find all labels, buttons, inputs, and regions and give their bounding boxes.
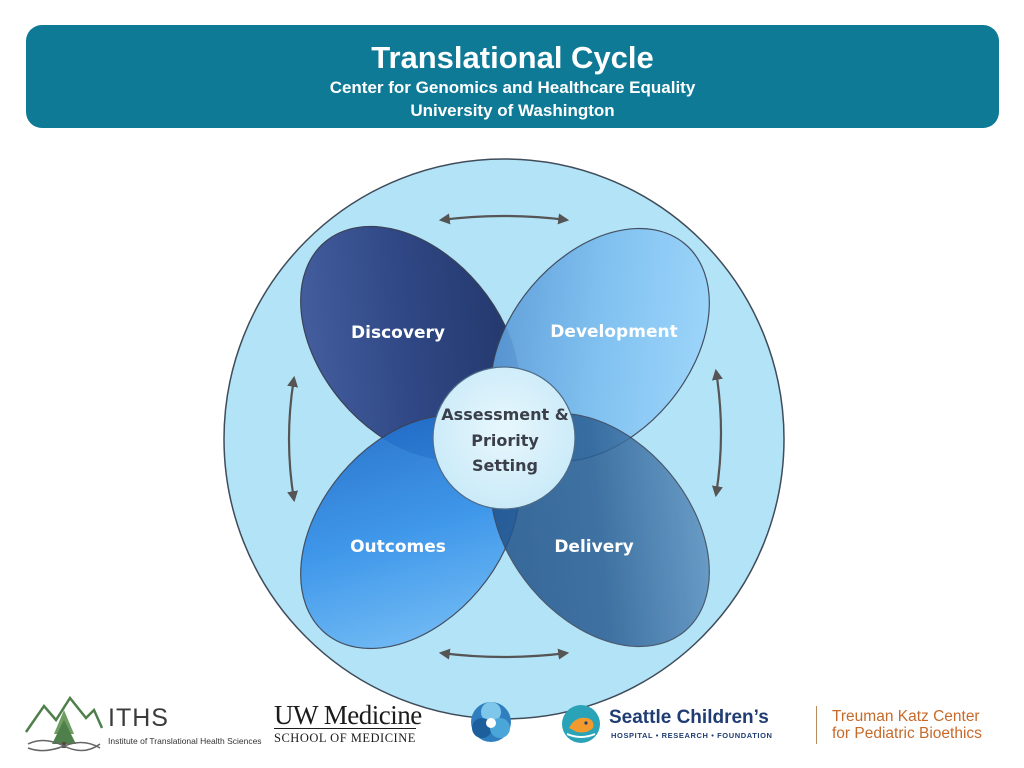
institution-name: University of Washington <box>410 101 615 120</box>
page-subtitle: Center for Genomics and Healthcare Equal… <box>329 78 696 97</box>
logo-strip: ITHS Institute of Translational Health S… <box>0 688 1024 758</box>
header-banner: Translational Cycle Center for Genomics … <box>26 25 999 128</box>
iths-name: ITHS <box>108 704 169 732</box>
whale-icon <box>562 705 600 743</box>
page-title: Translational Cycle <box>371 40 654 75</box>
cghe-emblem-icon <box>471 702 511 742</box>
iths-full-name: Institute of Translational Health Scienc… <box>108 736 262 746</box>
seattle-childrens-logo: Seattle Children’s HOSPITAL • RESEARCH •… <box>561 704 811 744</box>
left-double-arrow <box>287 375 299 503</box>
center-label-line1: Assessment & <box>441 405 568 424</box>
center-label-line3: Setting <box>472 456 538 475</box>
seattle-childrens-tagline: HOSPITAL • RESEARCH • FOUNDATION <box>611 731 773 740</box>
uw-school-name: SCHOOL OF MEDICINE <box>274 728 416 746</box>
logo-divider <box>816 706 817 744</box>
iths-logo: ITHS Institute of Translational Health S… <box>24 692 262 752</box>
petal-label-discovery: Discovery <box>351 323 445 343</box>
center-label-line2: Priority <box>471 431 539 450</box>
petal-label-delivery: Delivery <box>554 537 633 557</box>
petal-label-outcomes: Outcomes <box>350 537 446 557</box>
uw-medicine-name: UW Medicine <box>274 700 422 730</box>
treuman-katz-line1: Treuman Katz Center <box>832 708 980 725</box>
right-double-arrow <box>711 368 723 498</box>
iths-mountain-tree-icon <box>24 695 104 752</box>
treuman-katz-line2: for Pediatric Bioethics <box>832 725 982 742</box>
center-circle <box>432 366 576 510</box>
top-double-arrow <box>438 213 570 225</box>
petal-label-development: Development <box>550 322 677 342</box>
treuman-katz-logo: Treuman Katz Center for Pediatric Bioeth… <box>832 708 1022 748</box>
bottom-double-arrow <box>438 648 570 660</box>
seattle-childrens-name: Seattle Children’s <box>609 707 769 728</box>
uw-medicine-logo: UW Medicine SCHOOL OF MEDICINE <box>274 702 434 752</box>
